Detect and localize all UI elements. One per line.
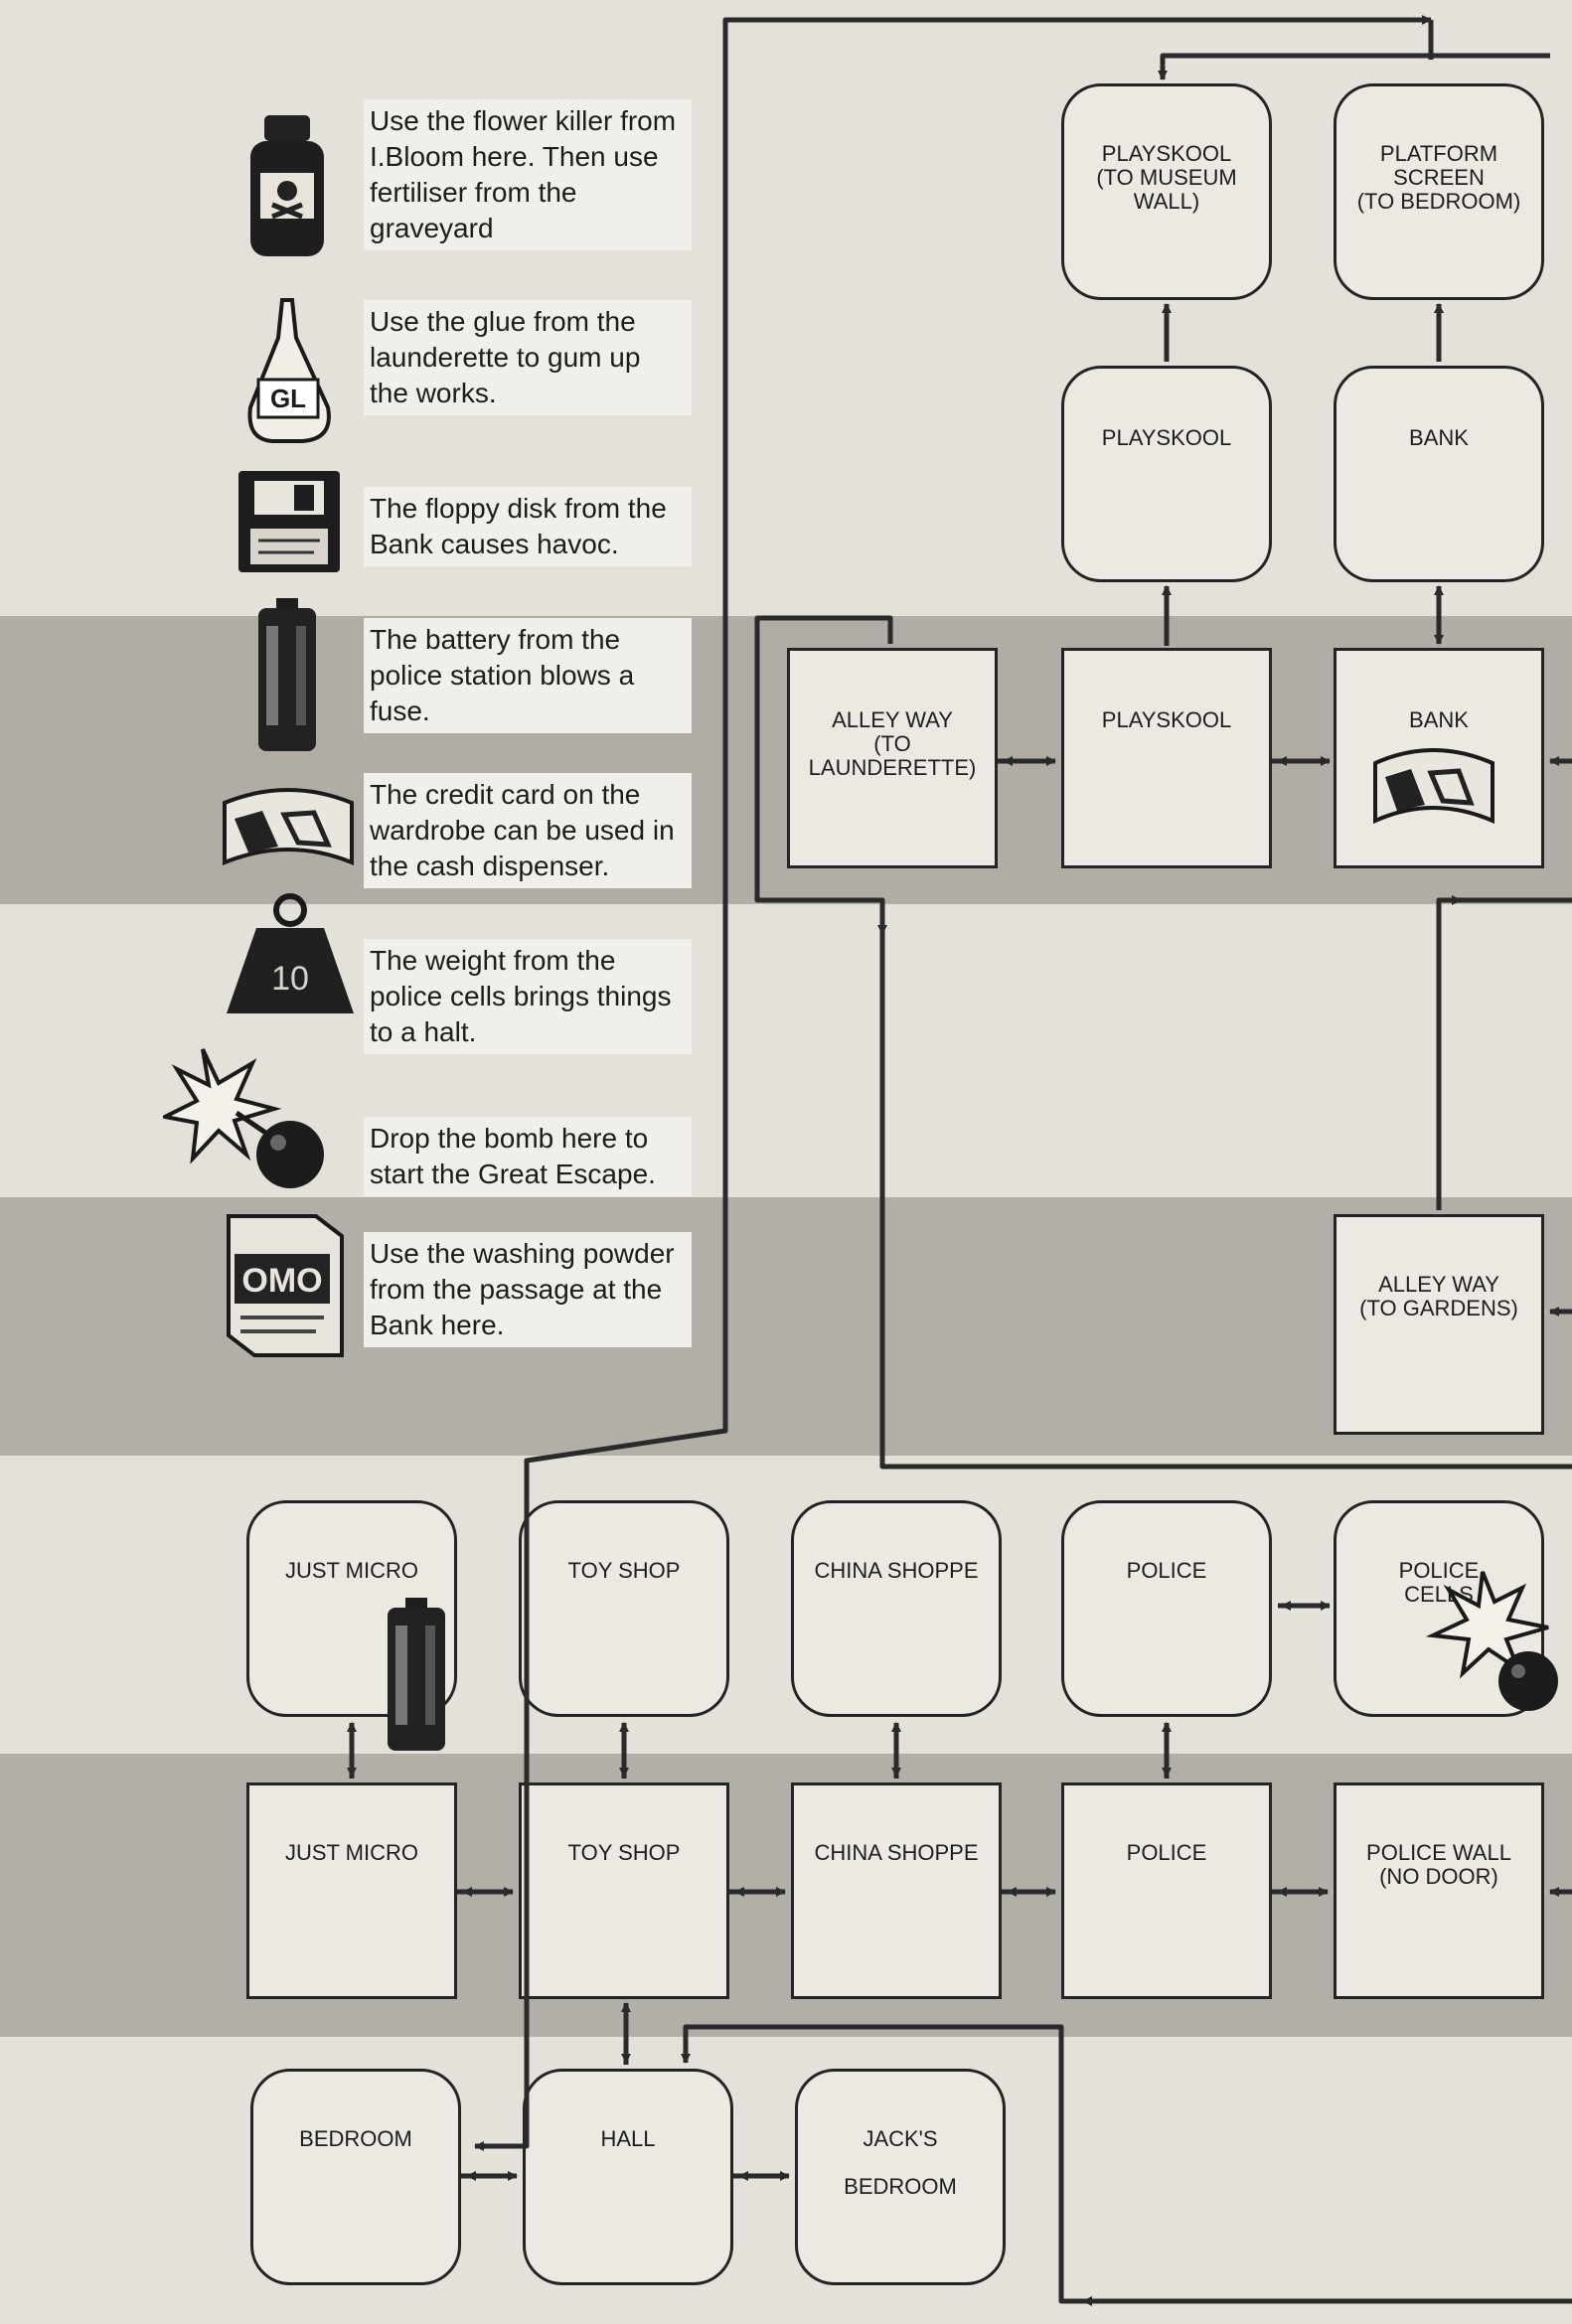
room-label: JACK'S BEDROOM bbox=[844, 2126, 957, 2199]
credit-card-icon bbox=[1373, 748, 1494, 825]
room-china-shoppe-lower[interactable]: CHINA SHOPPE bbox=[791, 1782, 1002, 1999]
instruction-weight: The weight from the police cells brings … bbox=[364, 939, 692, 1054]
washing-powder-icon: OMO bbox=[227, 1214, 344, 1357]
instruction-glue: Use the glue from the launderette to gum… bbox=[364, 300, 692, 415]
svg-text:OMO: OMO bbox=[241, 1262, 322, 1300]
room-china-shoppe-upper[interactable]: CHINA SHOPPE bbox=[791, 1500, 1002, 1717]
room-label: BEDROOM bbox=[299, 2126, 412, 2151]
poison-bottle-icon bbox=[250, 115, 324, 256]
room-platform-screen[interactable]: PLATFORM SCREEN (TO BEDROOM) bbox=[1334, 83, 1544, 300]
instruction-credit-card: The credit card on the wardrobe can be u… bbox=[364, 773, 692, 888]
wire-alley-loop bbox=[754, 615, 1572, 1470]
room-bedroom[interactable]: BEDROOM bbox=[250, 2069, 461, 2285]
room-label: BANK bbox=[1409, 707, 1469, 732]
credit-card-icon bbox=[223, 788, 354, 865]
room-label: TOY SHOP bbox=[567, 1840, 681, 1865]
wire-gardens-up bbox=[1436, 895, 1462, 1210]
room-label: POLICE bbox=[1126, 1558, 1207, 1583]
room-playskool-lower[interactable]: PLAYSKOOL bbox=[1061, 648, 1272, 868]
instruction-washing-powder: Use the washing powder from the passage … bbox=[364, 1232, 692, 1347]
room-police-wall[interactable]: POLICE WALL (NO DOOR) bbox=[1334, 1782, 1544, 1999]
room-playskool-upper[interactable]: PLAYSKOOL bbox=[1061, 366, 1272, 582]
room-playskool-museum-wall[interactable]: PLAYSKOOL (TO MUSEUM WALL) bbox=[1061, 83, 1272, 300]
room-label: BANK bbox=[1409, 425, 1469, 450]
room-label: PLATFORM SCREEN (TO BEDROOM) bbox=[1356, 141, 1521, 214]
room-label: JUST MICRO bbox=[284, 1840, 419, 1865]
room-label: ALLEY WAY (TO LAUNDERETTE) bbox=[808, 707, 977, 780]
wire-top-right bbox=[1158, 53, 1550, 80]
room-label: PLAYSKOOL bbox=[1101, 425, 1232, 450]
instruction-floppy-disk: The floppy disk from the Bank causes hav… bbox=[364, 487, 692, 566]
room-label: PLAYSKOOL (TO MUSEUM WALL) bbox=[1096, 141, 1237, 214]
instruction-battery: The battery from the police station blow… bbox=[364, 618, 692, 733]
room-label: TOY SHOP bbox=[567, 1558, 681, 1583]
glue-bottle-icon: GL bbox=[247, 298, 331, 443]
weight-icon: 10 bbox=[227, 893, 354, 1013]
room-just-micro-lower[interactable]: JUST MICRO bbox=[246, 1782, 457, 1999]
room-toy-shop-lower[interactable]: TOY SHOP bbox=[519, 1782, 729, 1999]
floppy-disk-icon bbox=[238, 471, 340, 572]
room-label: JUST MICRO bbox=[284, 1558, 419, 1583]
svg-text:GL: GL bbox=[270, 384, 306, 413]
wire-outer-left bbox=[722, 15, 1432, 1431]
room-hall[interactable]: HALL bbox=[523, 2069, 733, 2285]
room-label: CHINA SHOPPE bbox=[814, 1840, 979, 1865]
room-label: CHINA SHOPPE bbox=[814, 1558, 979, 1583]
svg-text:10: 10 bbox=[271, 960, 309, 998]
battery-icon bbox=[258, 598, 316, 751]
wire-house-loop bbox=[681, 2024, 1572, 2304]
instruction-bomb: Drop the bomb here to start the Great Es… bbox=[364, 1117, 692, 1196]
room-police-upper[interactable]: POLICE bbox=[1061, 1500, 1272, 1717]
wire-left-down bbox=[474, 40, 728, 2151]
instruction-flower-killer: Use the flower killer from I.Bloom here.… bbox=[364, 99, 692, 250]
room-police-lower[interactable]: POLICE bbox=[1061, 1782, 1272, 1999]
room-jacks-bedroom[interactable]: JACK'S BEDROOM bbox=[795, 2069, 1006, 2285]
room-label: PLAYSKOOL bbox=[1101, 707, 1232, 732]
room-label: HALL bbox=[600, 2126, 656, 2151]
room-label: ALLEY WAY (TO GARDENS) bbox=[1359, 1272, 1518, 1320]
room-bank-upper[interactable]: BANK bbox=[1334, 366, 1544, 582]
battery-icon bbox=[388, 1598, 445, 1751]
room-toy-shop-upper[interactable]: TOY SHOP bbox=[519, 1500, 729, 1717]
room-label: POLICE WALL (NO DOOR) bbox=[1366, 1840, 1511, 1889]
bomb-icon bbox=[163, 1048, 324, 1188]
room-alley-gardens[interactable]: ALLEY WAY (TO GARDENS) bbox=[1334, 1214, 1544, 1435]
room-label: POLICE bbox=[1126, 1840, 1207, 1865]
bomb-icon bbox=[1425, 1571, 1558, 1711]
room-alley-launderette[interactable]: ALLEY WAY (TO LAUNDERETTE) bbox=[787, 648, 998, 868]
